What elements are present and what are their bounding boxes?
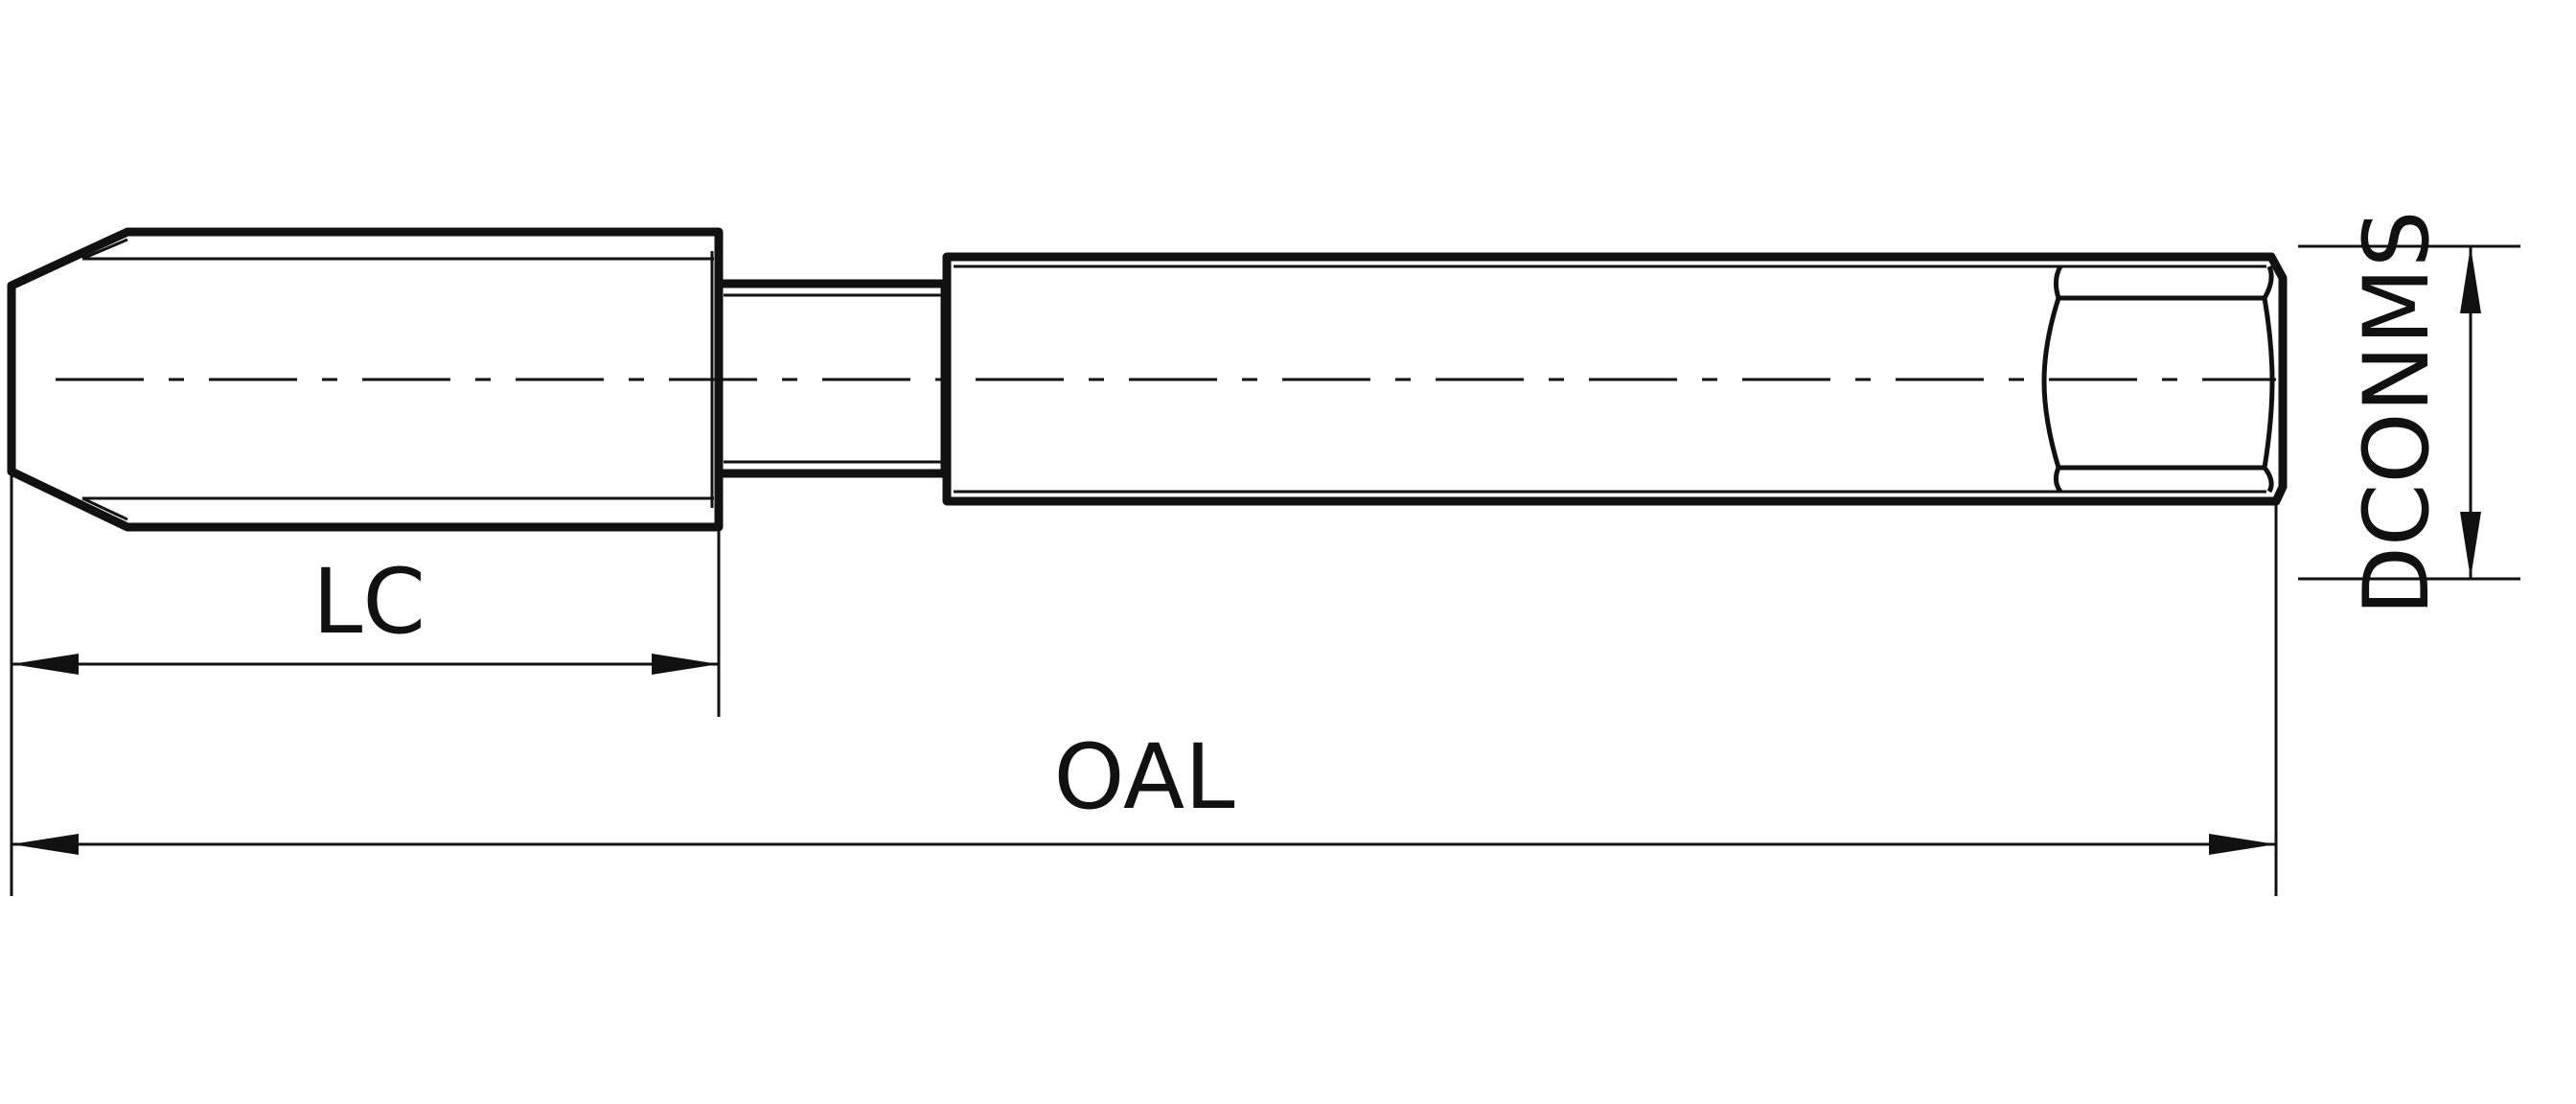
oal-dimension (12, 501, 2278, 896)
dconms-arrow-bottom (2460, 512, 2481, 579)
cutting-chamfer-inner-top (81, 238, 128, 261)
dconms-label: DCONMS (2345, 210, 2450, 615)
lc-arrow-right (652, 654, 719, 675)
lc-label: LC (312, 550, 426, 655)
oal-label: OAL (1053, 725, 1234, 830)
square-left-curve (2041, 264, 2063, 494)
square-right-curve (2262, 265, 2275, 494)
oal-arrow-right (2209, 834, 2276, 855)
oal-arrow-left (12, 834, 79, 855)
lc-dimension (10, 472, 721, 896)
neck (719, 279, 947, 478)
cutting-chamfer-inner-bottom (81, 496, 128, 521)
dconms-dimension (2298, 244, 2520, 581)
shank-outline (942, 252, 2288, 506)
shank (942, 252, 2288, 506)
dconms-arrow-top (2460, 246, 2481, 313)
lc-arrow-left (12, 654, 79, 675)
